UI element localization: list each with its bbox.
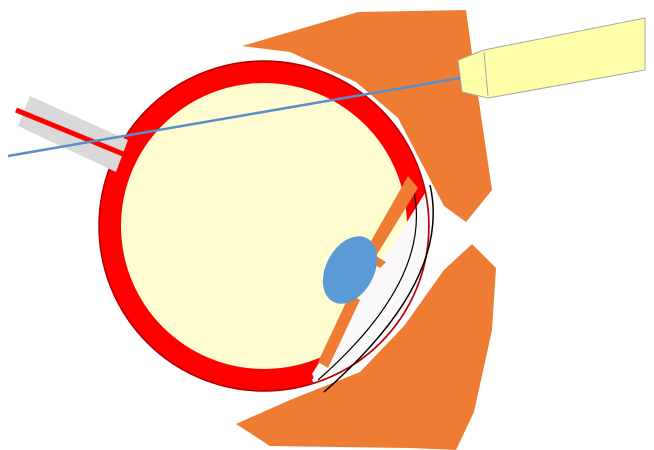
instrument-handle	[458, 18, 645, 98]
